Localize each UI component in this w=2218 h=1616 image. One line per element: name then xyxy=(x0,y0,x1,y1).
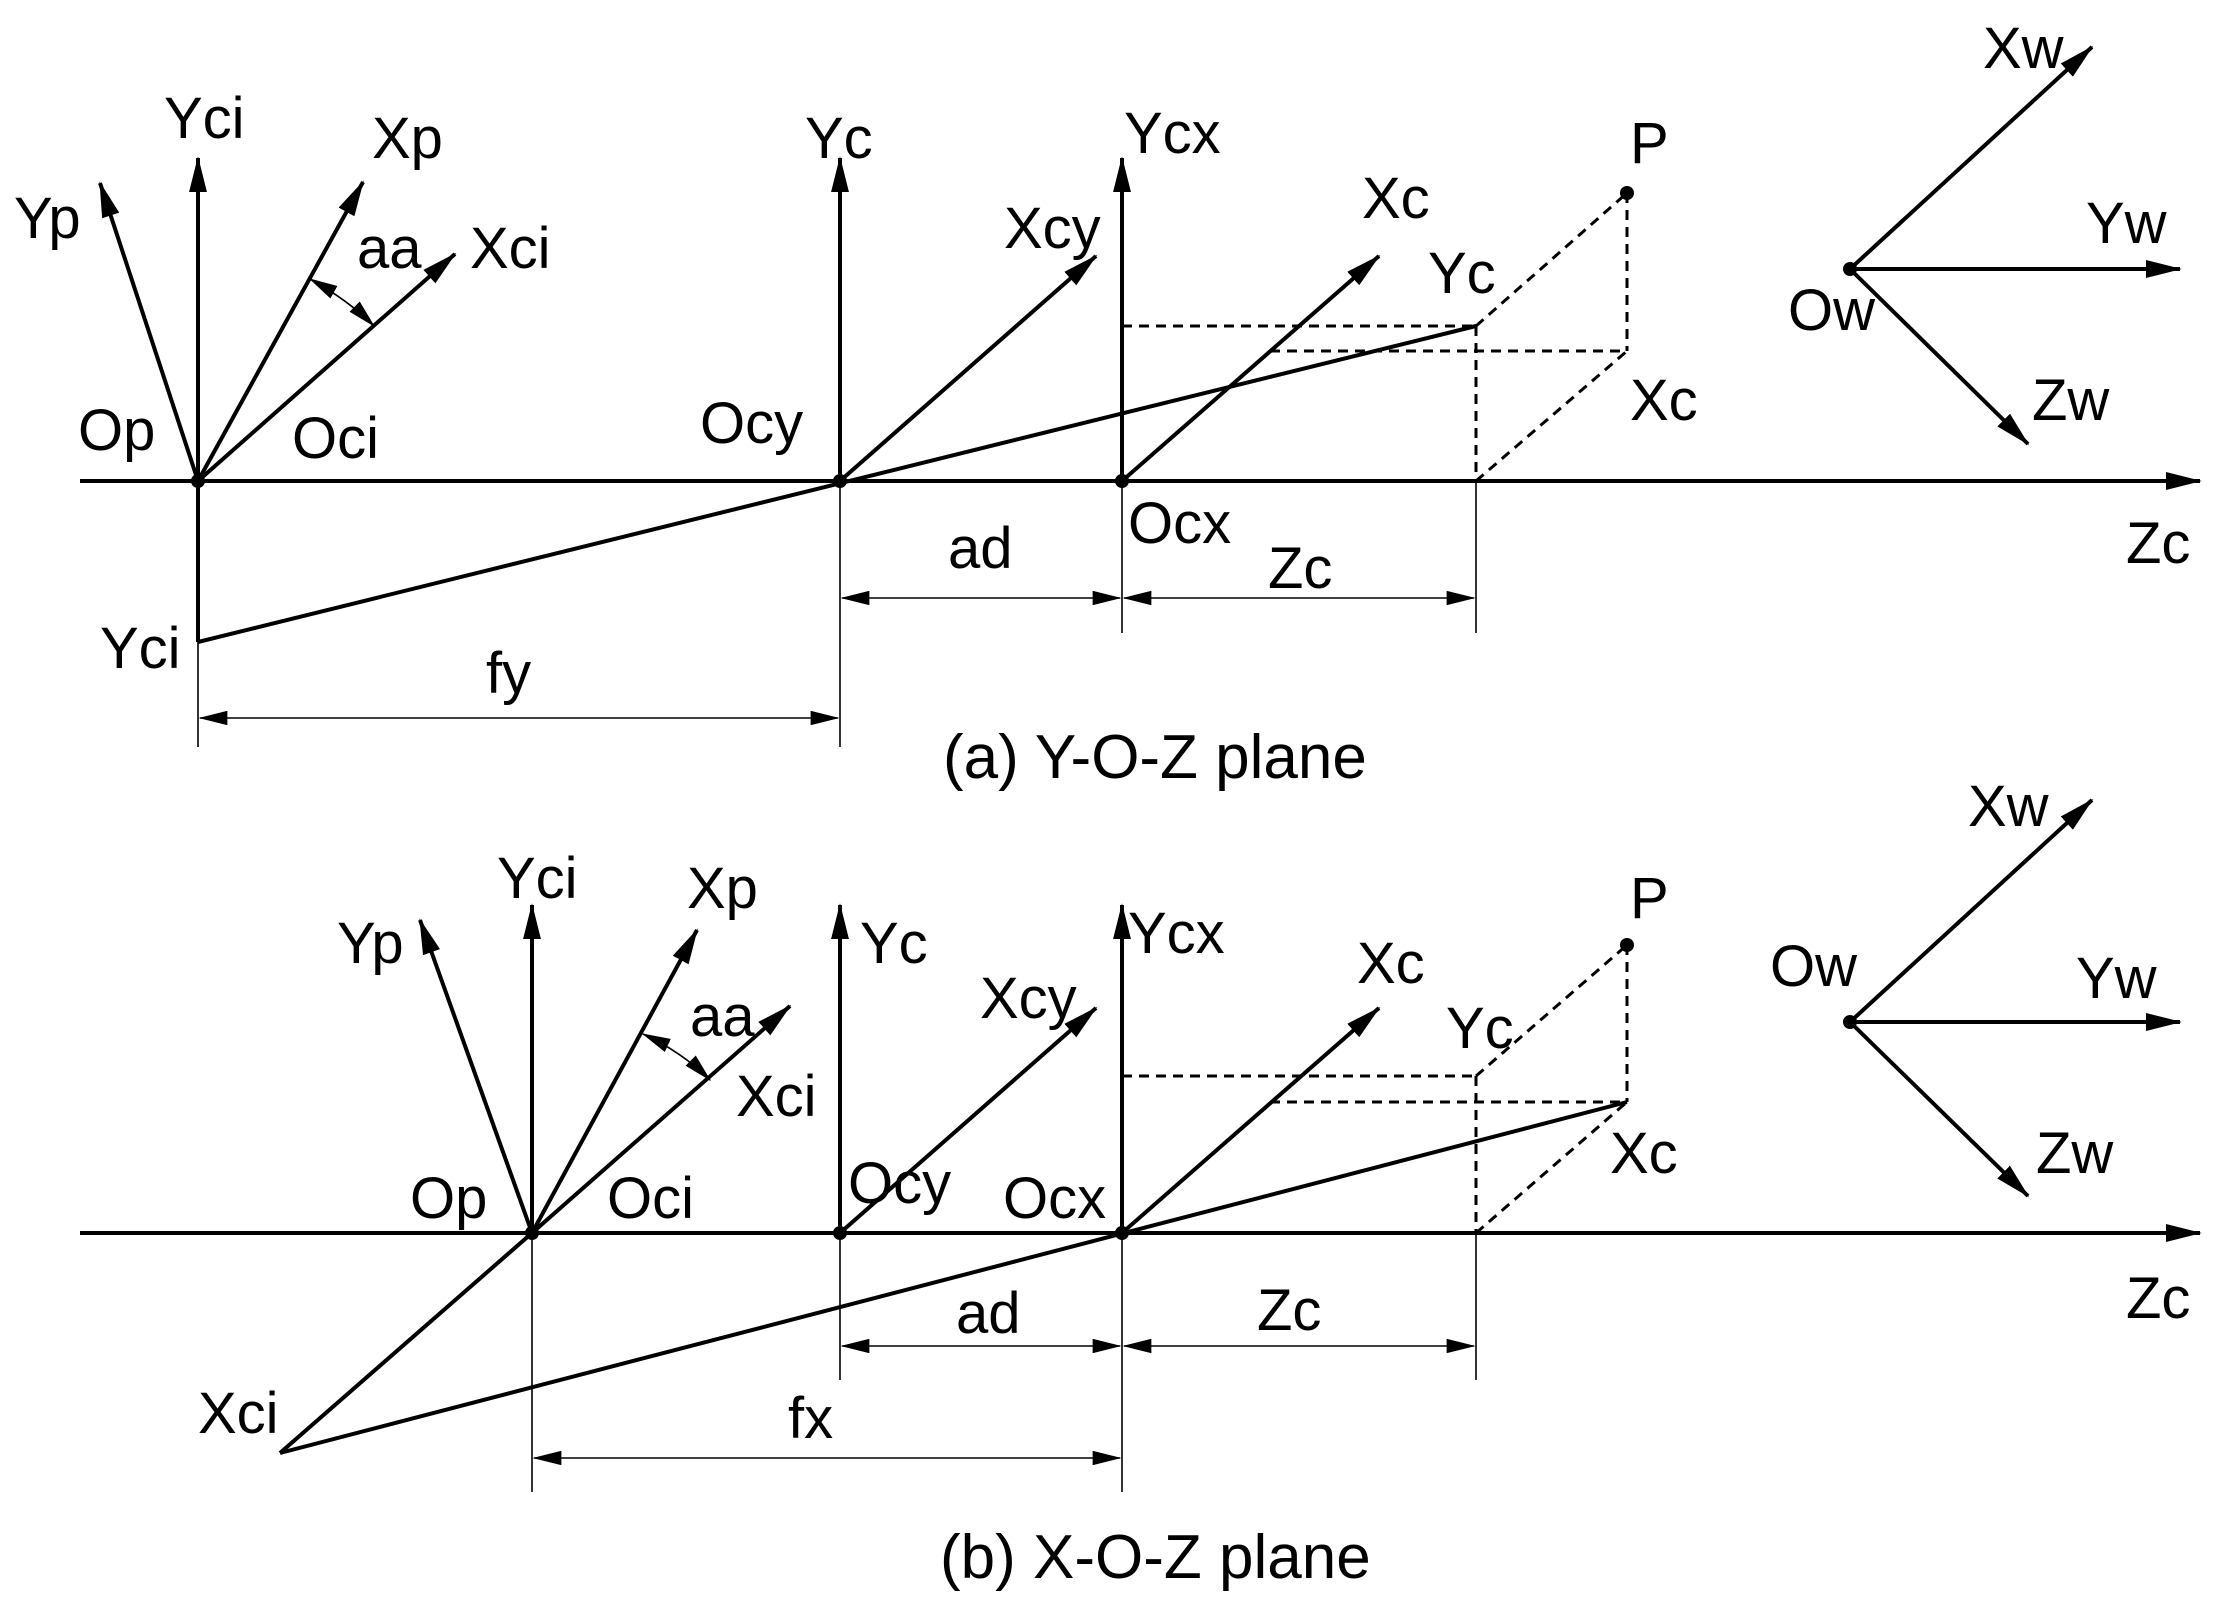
label-zc-dimension: Zc xyxy=(1268,536,1332,601)
dash-base-to-xc xyxy=(1475,349,1628,483)
label-yc-point: Yc xyxy=(1446,996,1514,1061)
label-zc-dimension: Zc xyxy=(1257,1278,1321,1343)
origin-ocx-dot xyxy=(1115,474,1129,488)
xc-axis xyxy=(1120,254,1381,483)
label-xp: Xp xyxy=(372,106,443,171)
origin-ocx-dot xyxy=(1115,1226,1129,1240)
origin-op-dot xyxy=(525,1226,539,1240)
label-ocy: Ocy xyxy=(700,391,803,456)
label-yc-point: Yc xyxy=(1428,241,1496,306)
angle-aa-arc xyxy=(641,1033,712,1082)
label-oci: Oci xyxy=(607,1166,694,1231)
label-fx: fx xyxy=(788,1386,833,1451)
caption-b: (b) X-O-Z plane xyxy=(940,1523,1371,1592)
origin-ocy-dot xyxy=(833,1226,847,1240)
label-p: P xyxy=(1630,866,1669,931)
label-yw: Yw xyxy=(2076,946,2158,1011)
label-fy: fy xyxy=(486,641,531,706)
label-ycx: Ycx xyxy=(1124,101,1221,166)
origin-op-dot xyxy=(191,474,205,488)
label-ocy: Ocy xyxy=(848,1151,951,1216)
label-oci: Oci xyxy=(292,406,379,471)
panel-a-yoz-plane: Yp Yci Xp aa Xci Op Oci Yc Xcy Ocy Ycx X… xyxy=(14,16,2202,792)
label-op: Op xyxy=(410,1166,487,1231)
label-ad: ad xyxy=(948,516,1013,581)
xcy-axis xyxy=(838,254,1098,483)
label-xc-point: Xc xyxy=(1610,1121,1678,1186)
label-ad: ad xyxy=(956,1281,1021,1346)
yp-axis xyxy=(98,181,200,482)
label-xcy: Xcy xyxy=(980,966,1077,1031)
zw-axis xyxy=(1848,267,2030,446)
label-aa: aa xyxy=(357,216,422,281)
label-xc-axis: Xc xyxy=(1362,166,1430,231)
label-yci-axis: Yci xyxy=(164,86,245,151)
label-zc-axis: Zc xyxy=(2126,1266,2190,1331)
xc-axis xyxy=(1120,1006,1381,1235)
label-yci-point: Yci xyxy=(100,616,181,681)
label-xc-point: Xc xyxy=(1630,368,1698,433)
label-zw: Zw xyxy=(2032,368,2110,433)
origin-ocy-dot xyxy=(833,474,847,488)
point-p-dot xyxy=(1620,186,1634,200)
label-yp: Yp xyxy=(337,911,404,976)
label-ocx: Ocx xyxy=(1003,1166,1106,1231)
xw-axis xyxy=(1848,45,2094,271)
label-zc-axis: Zc xyxy=(2126,511,2190,576)
xci-axis xyxy=(196,252,457,483)
label-yc-axis: Yc xyxy=(860,911,928,976)
label-yw: Yw xyxy=(2086,191,2168,256)
label-ycx: Ycx xyxy=(1128,901,1225,966)
dash-yc-to-p xyxy=(1475,191,1628,328)
label-zw: Zw xyxy=(2036,1121,2114,1186)
caption-a: (a) Y-O-Z plane xyxy=(943,723,1367,792)
label-p: P xyxy=(1630,111,1669,176)
label-yci-axis: Yci xyxy=(497,846,578,911)
label-xcy: Xcy xyxy=(1004,196,1101,261)
point-p-dot xyxy=(1620,938,1634,952)
projection-ray xyxy=(279,1100,1628,1455)
label-ocx: Ocx xyxy=(1128,491,1231,556)
label-xw: Xw xyxy=(1968,774,2050,839)
yp-axis xyxy=(418,918,534,1234)
xw-axis xyxy=(1848,798,2094,1024)
label-ow: Ow xyxy=(1788,278,1876,343)
label-ow: Ow xyxy=(1770,934,1858,999)
label-xci-axis: Xci xyxy=(470,216,551,281)
xp-axis xyxy=(196,180,365,482)
label-xc-axis: Xc xyxy=(1357,931,1425,996)
zw-axis xyxy=(1848,1020,2030,1198)
xcy-axis xyxy=(838,1006,1098,1235)
origin-ow-dot xyxy=(1843,262,1857,276)
xci-axis xyxy=(530,1004,792,1235)
label-yp: Yp xyxy=(14,186,81,251)
panel-b-xoz-plane: Yp Yci Xp aa Xci Op Oci Yc Xcy Ocy Ycx X… xyxy=(80,774,2202,1592)
projection-ray-op xyxy=(278,1231,534,1455)
label-xci-axis: Xci xyxy=(736,1064,817,1129)
label-aa: aa xyxy=(690,984,755,1049)
label-yc-axis: Yc xyxy=(805,106,873,171)
label-xw: Xw xyxy=(1983,16,2065,81)
label-xci-point: Xci xyxy=(198,1381,279,1446)
xp-axis xyxy=(530,928,699,1234)
label-op: Op xyxy=(78,398,155,463)
origin-ow-dot xyxy=(1843,1015,1857,1029)
angle-aa-arc xyxy=(308,278,376,328)
label-xp: Xp xyxy=(687,856,758,921)
